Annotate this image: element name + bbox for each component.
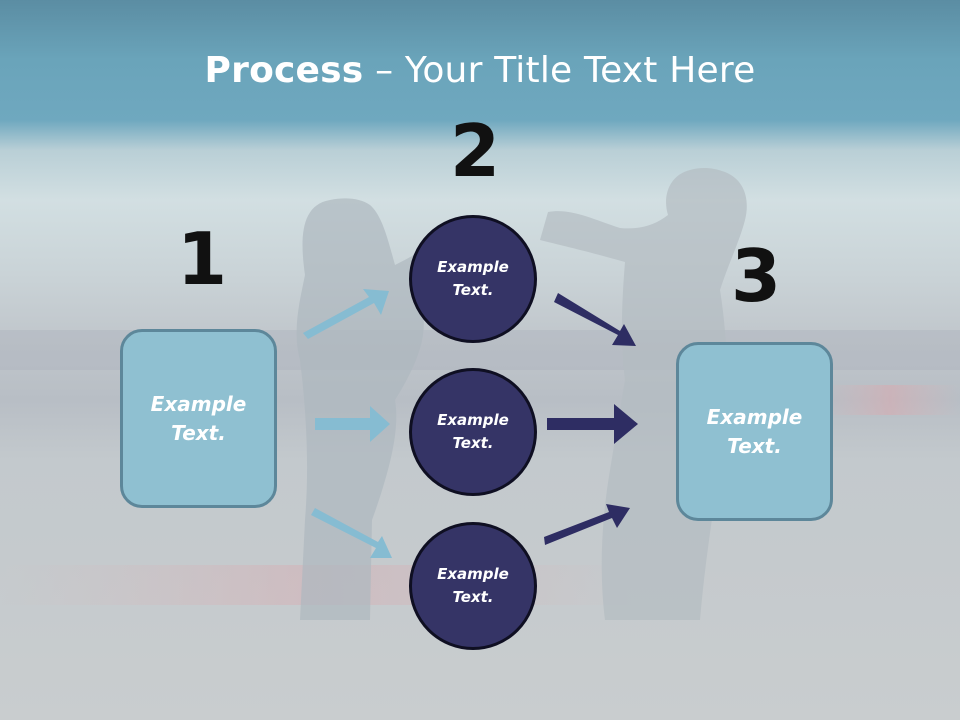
circle-bottom-line1: Example: [437, 565, 509, 583]
arrow-light-right: [315, 406, 390, 442]
circle-bottom-line2: Text.: [452, 588, 494, 606]
step-3-box-text: Example Text.: [707, 403, 803, 461]
step-1-line2: Text.: [171, 420, 226, 445]
step-1-line1: Example: [150, 391, 247, 416]
circle-top-line2: Text.: [452, 281, 494, 299]
arrow-dark-down: [554, 293, 636, 346]
circle-bottom-text: Example Text.: [437, 563, 509, 609]
arrow-light-up: [303, 289, 389, 339]
step-1-box: Example Text.: [120, 329, 277, 508]
step-2-circle-bottom: Example Text.: [409, 522, 537, 650]
circle-top-text: Example Text.: [437, 256, 509, 302]
arrow-dark-right: [547, 404, 638, 444]
title-bold: Process: [204, 50, 364, 91]
slide-title: Process – Your Title Text Here: [0, 50, 960, 91]
title-rest: – Your Title Text Here: [363, 50, 756, 91]
arrow-dark-up: [544, 504, 630, 545]
step-number-3: 3: [731, 234, 782, 318]
circle-top-line1: Example: [437, 258, 509, 276]
circle-middle-line2: Text.: [452, 434, 494, 452]
step-2-circle-middle: Example Text.: [409, 368, 537, 496]
step-3-line2: Text.: [727, 433, 782, 458]
arrow-light-down: [311, 508, 392, 558]
circle-middle-line1: Example: [437, 411, 509, 429]
circle-middle-text: Example Text.: [437, 409, 509, 455]
step-3-line1: Example: [706, 404, 803, 429]
step-1-box-text: Example Text.: [151, 390, 247, 448]
silhouette-woman: [296, 198, 480, 620]
step-3-box: Example Text.: [676, 342, 833, 521]
step-2-circle-top: Example Text.: [409, 215, 537, 343]
step-number-2: 2: [450, 109, 501, 193]
sunset-glow: [820, 385, 960, 415]
step-number-1: 1: [177, 217, 228, 301]
